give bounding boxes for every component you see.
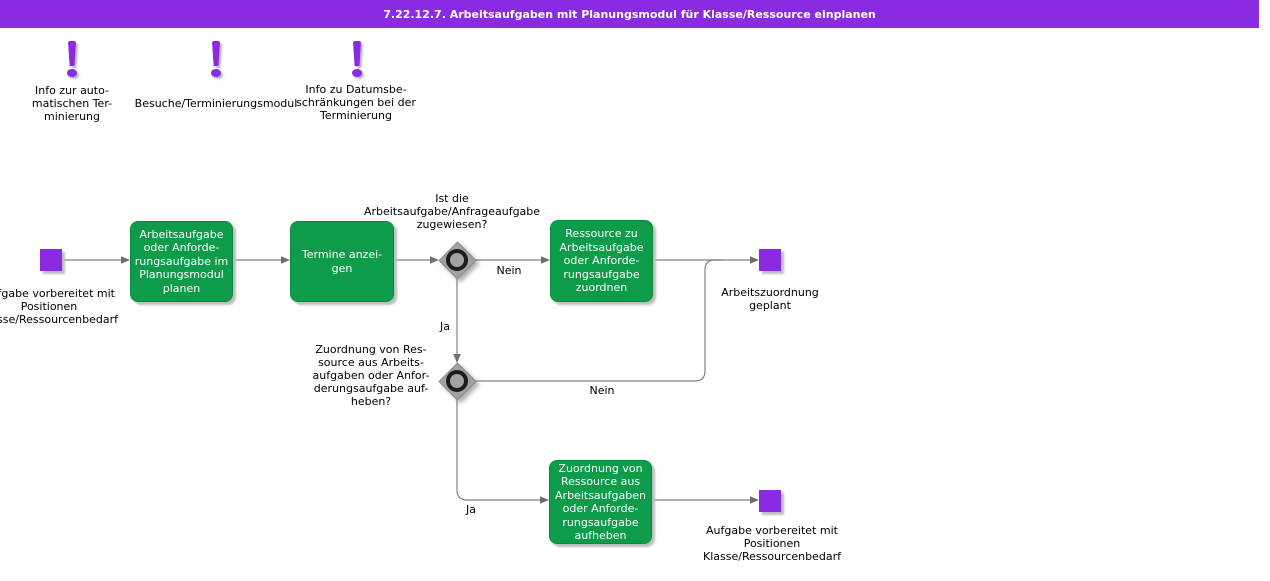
- note-label: Besuche/Terminierungsmodul: [134, 97, 298, 110]
- edge-label-ja: Ja: [440, 320, 450, 333]
- end-event-planned-node: [759, 249, 781, 271]
- decision-unassign-node: [438, 362, 477, 401]
- decision-assigned-node: [438, 241, 477, 280]
- exclamation-bar: [353, 41, 361, 66]
- exclamation-dot: [67, 69, 77, 77]
- exclamation-dot: [352, 69, 362, 77]
- task-unassign-resource-label: Zuordnung von Ressource aus Arbeitsaufga…: [555, 461, 646, 543]
- task-assign-resource-label: Ressource zu Arbeitsaufgabe oder Anforde…: [559, 227, 644, 295]
- task-plan-label: Arbeitsaufgabe oder Anforde- rungsaufgab…: [134, 227, 229, 295]
- start-event-node: [40, 249, 62, 271]
- exclamation-dot: [211, 69, 221, 77]
- exclamation-bar: [212, 41, 220, 66]
- loop-ring-icon: [446, 370, 468, 392]
- decision-unassign-question: Zuordnung von Res- source aus Arbeits- a…: [312, 343, 430, 408]
- note-label: Info zur auto- matischen Ter- minierung: [31, 84, 113, 123]
- loop-ring-icon: [446, 249, 468, 271]
- exclamation-icon[interactable]: [351, 41, 363, 79]
- edge-label-nein: Nein: [589, 384, 615, 397]
- exclamation-icon[interactable]: [66, 41, 78, 79]
- task-show-dates-box[interactable]: Termine anzei- gen: [290, 221, 394, 302]
- task-unassign-resource-box[interactable]: Zuordnung von Ressource aus Arbeitsaufga…: [549, 460, 652, 544]
- edge-label-nein: Nein: [496, 264, 522, 277]
- end-event-planned-label: Arbeitszuordnung geplant: [721, 286, 819, 312]
- task-assign-resource-box[interactable]: Ressource zu Arbeitsaufgabe oder Anforde…: [550, 220, 653, 302]
- decision-assigned-question: Ist die Arbeitsaufgabe/Anfrageaufgabe zu…: [363, 192, 541, 231]
- task-show-dates-label: Termine anzei- gen: [301, 248, 383, 275]
- exclamation-icon[interactable]: [210, 41, 222, 79]
- page-title: 7.22.12.7. Arbeitsaufgaben mit Planungsm…: [0, 0, 1259, 28]
- note-label: Info zu Datumsbe- schränkungen bei der T…: [296, 83, 416, 122]
- task-plan-box[interactable]: Arbeitsaufgabe oder Anforde- rungsaufgab…: [130, 221, 233, 302]
- edge-label-ja: Ja: [466, 503, 476, 516]
- page-title-text: 7.22.12.7. Arbeitsaufgaben mit Planungsm…: [383, 7, 876, 21]
- end-event-prepared-label: Aufgabe vorbereitet mit Positionen Klass…: [703, 524, 841, 563]
- start-event-label: Aufgabe vorbereitet mit Positionen Klass…: [0, 287, 118, 326]
- end-event-prepared-node: [759, 490, 781, 512]
- exclamation-bar: [68, 41, 76, 66]
